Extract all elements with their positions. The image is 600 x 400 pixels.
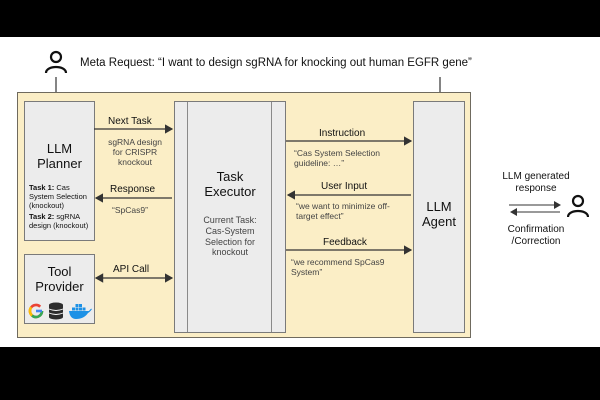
instruction-detail: “Cas System Selection guideline: …” bbox=[294, 148, 380, 169]
end-user-icon bbox=[567, 194, 589, 218]
executor-inner-left-bar bbox=[187, 102, 188, 332]
llm-generated-response-label: LLM generated response bbox=[502, 171, 570, 194]
executor-title: Task Executor bbox=[204, 169, 256, 199]
llm-planner-box: LLM Planner Task 1: Cas System Selection… bbox=[24, 101, 95, 241]
api-call-label: API Call bbox=[113, 264, 150, 275]
response-detail: “SpCas9” bbox=[112, 205, 148, 215]
diagram-canvas: Meta Request: “I want to design sgRNA fo… bbox=[0, 37, 600, 347]
executor-inner-right-bar bbox=[271, 102, 272, 332]
flow-arrows bbox=[94, 124, 561, 283]
confirmation-correction-label: Confirmation /Correction bbox=[507, 224, 565, 247]
user-input-label: User Input bbox=[321, 181, 368, 192]
user-icon bbox=[44, 50, 68, 74]
tool-provider-box: Tool Provider bbox=[24, 254, 95, 324]
feedback-label: Feedback bbox=[323, 237, 367, 248]
executor-current-task: Current Task: Cas-System Selection for k… bbox=[203, 215, 257, 258]
planner-title: LLM Planner bbox=[37, 141, 82, 171]
tool-provider-title: Tool Provider bbox=[35, 264, 84, 294]
agent-title: LLM Agent bbox=[422, 199, 456, 229]
instruction-label: Instruction bbox=[319, 128, 366, 139]
response-label: Response bbox=[110, 184, 156, 195]
google-icon bbox=[28, 303, 44, 319]
user-input-detail: “we want to minimize off- target effect” bbox=[296, 201, 390, 222]
next-task-label: Next Task bbox=[108, 116, 152, 127]
llm-agent-box: LLM Agent bbox=[413, 101, 465, 333]
next-task-detail: sgRNA design for CRISPR knockout bbox=[108, 137, 162, 168]
docker-icon bbox=[69, 304, 92, 319]
task-executor-box: Task Executor Current Task: Cas-System S… bbox=[174, 101, 286, 333]
planner-task-1: Task 1: Cas System Selection (knockout) bbox=[29, 183, 87, 210]
planner-task-2: Task 2: sgRNA design (knockout) bbox=[29, 212, 89, 230]
meta-request-text: Meta Request: “I want to design sgRNA fo… bbox=[80, 57, 472, 69]
feedback-detail: “we recommend SpCas9 System” bbox=[291, 257, 385, 278]
database-icon bbox=[48, 302, 64, 320]
